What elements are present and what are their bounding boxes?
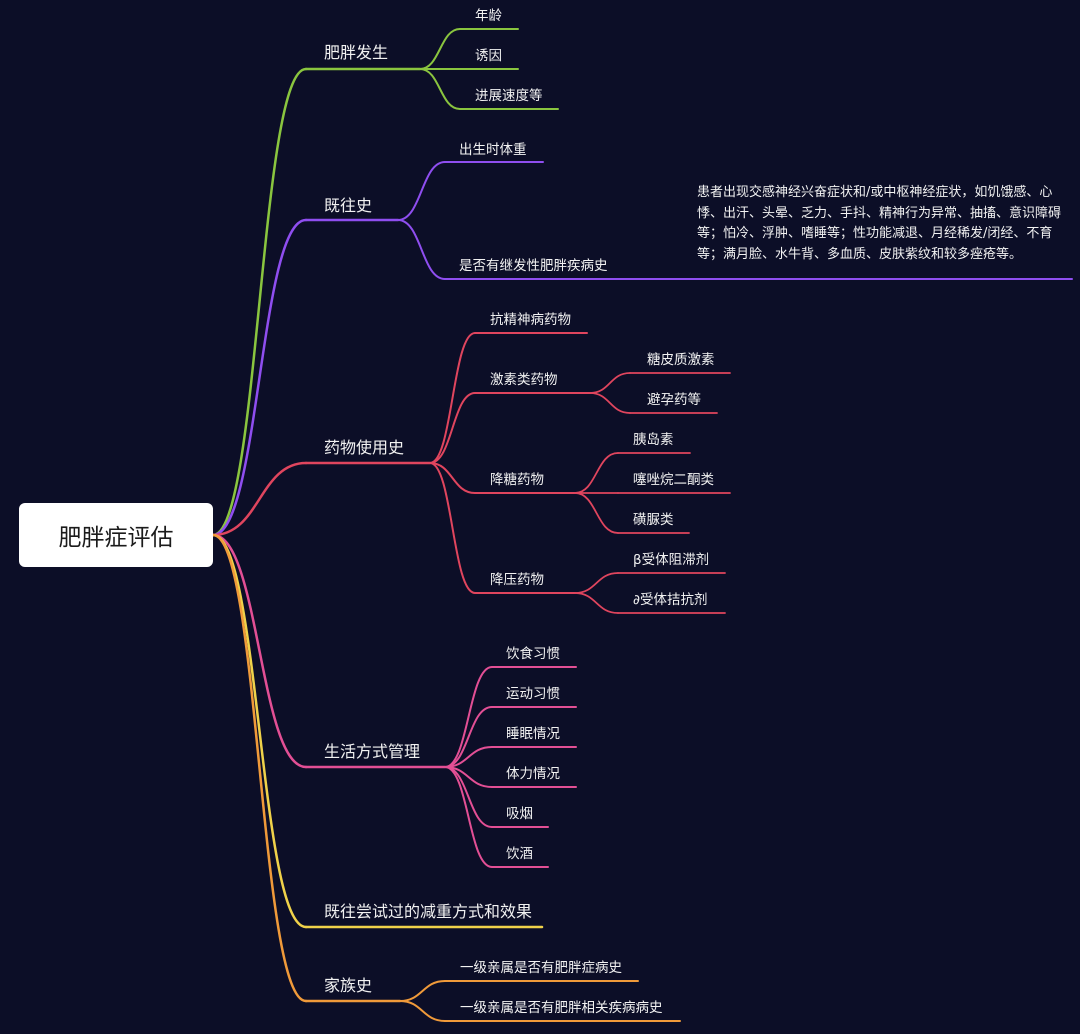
leaf-connector — [589, 392, 631, 414]
node-label: 噻唑烷二酮类 — [633, 472, 714, 488]
child-connector — [429, 392, 476, 464]
node-label: 睡眠情况 — [506, 726, 560, 742]
child-connector — [444, 766, 493, 868]
node-label: 一级亲属是否有肥胖症病史 — [460, 960, 622, 976]
node-label: 胰岛素 — [633, 432, 674, 448]
node-label: 糖皮质激素 — [647, 352, 715, 368]
leaf-connector — [589, 372, 631, 394]
node-label: 一级亲属是否有肥胖相关疾病病史 — [460, 1000, 663, 1016]
node-label: 进展速度等 — [475, 88, 543, 104]
node-label: β受体阻滞剂 — [633, 552, 710, 568]
node-label: 激素类药物 — [490, 372, 558, 388]
child-connector — [429, 332, 476, 464]
branch-connector — [211, 461, 308, 537]
child-connector — [444, 746, 493, 768]
node-label: 吸烟 — [506, 806, 533, 822]
branch-label-weight-loss-attempts: 既往尝试过的减重方式和效果 — [324, 902, 533, 921]
child-connector — [444, 706, 493, 768]
node-label: 诱因 — [475, 48, 502, 64]
child-connector — [397, 161, 446, 221]
leaf-connector — [574, 492, 619, 534]
node-label: 降糖药物 — [490, 472, 544, 488]
node-label: 年龄 — [475, 8, 502, 24]
leaf-connector — [574, 592, 619, 614]
child-connector — [429, 462, 476, 494]
child-connector — [419, 28, 461, 70]
secondary-obesity-note: 患者出现交感神经兴奋症状和/或中枢神经症状，如饥饿感、心悸、出汗、头晕、乏力、手… — [697, 185, 1062, 262]
branch-label-obesity-onset: 肥胖发生 — [324, 43, 389, 62]
root-node[interactable]: 肥胖症评估 — [19, 503, 213, 567]
root-label: 肥胖症评估 — [58, 525, 174, 551]
branch-connector — [211, 533, 308, 769]
branch-label-past-history: 既往史 — [324, 196, 373, 215]
branch-connector — [211, 533, 308, 1003]
node-label: 是否有继发性肥胖疾病史 — [459, 258, 608, 274]
branch-connector — [211, 218, 308, 537]
child-connector — [399, 1000, 446, 1022]
node-label: 避孕药等 — [647, 392, 701, 408]
node-label: 出生时体重 — [459, 142, 527, 158]
child-connector — [397, 219, 446, 280]
branch-connector — [211, 67, 308, 537]
node-label: 抗精神病药物 — [490, 312, 571, 328]
node-label: 磺脲类 — [633, 512, 674, 528]
branch-connector — [211, 533, 308, 929]
node-label: 饮食习惯 — [506, 646, 560, 662]
branch-label-medication-history: 药物使用史 — [324, 438, 405, 457]
leaf-connector — [574, 572, 619, 594]
leaf-connector — [574, 452, 619, 494]
branch-label-lifestyle: 生活方式管理 — [324, 742, 421, 761]
node-label: 运动习惯 — [506, 686, 560, 702]
node-label: 降压药物 — [490, 572, 544, 588]
node-label: 饮酒 — [506, 846, 533, 862]
node-label: ∂受体拮抗剂 — [633, 592, 708, 608]
child-connector — [399, 980, 446, 1002]
child-connector — [419, 68, 461, 110]
child-connector — [444, 666, 493, 768]
child-connector — [429, 462, 476, 594]
node-label: 体力情况 — [506, 766, 560, 782]
branch-label-family-history: 家族史 — [324, 976, 373, 995]
